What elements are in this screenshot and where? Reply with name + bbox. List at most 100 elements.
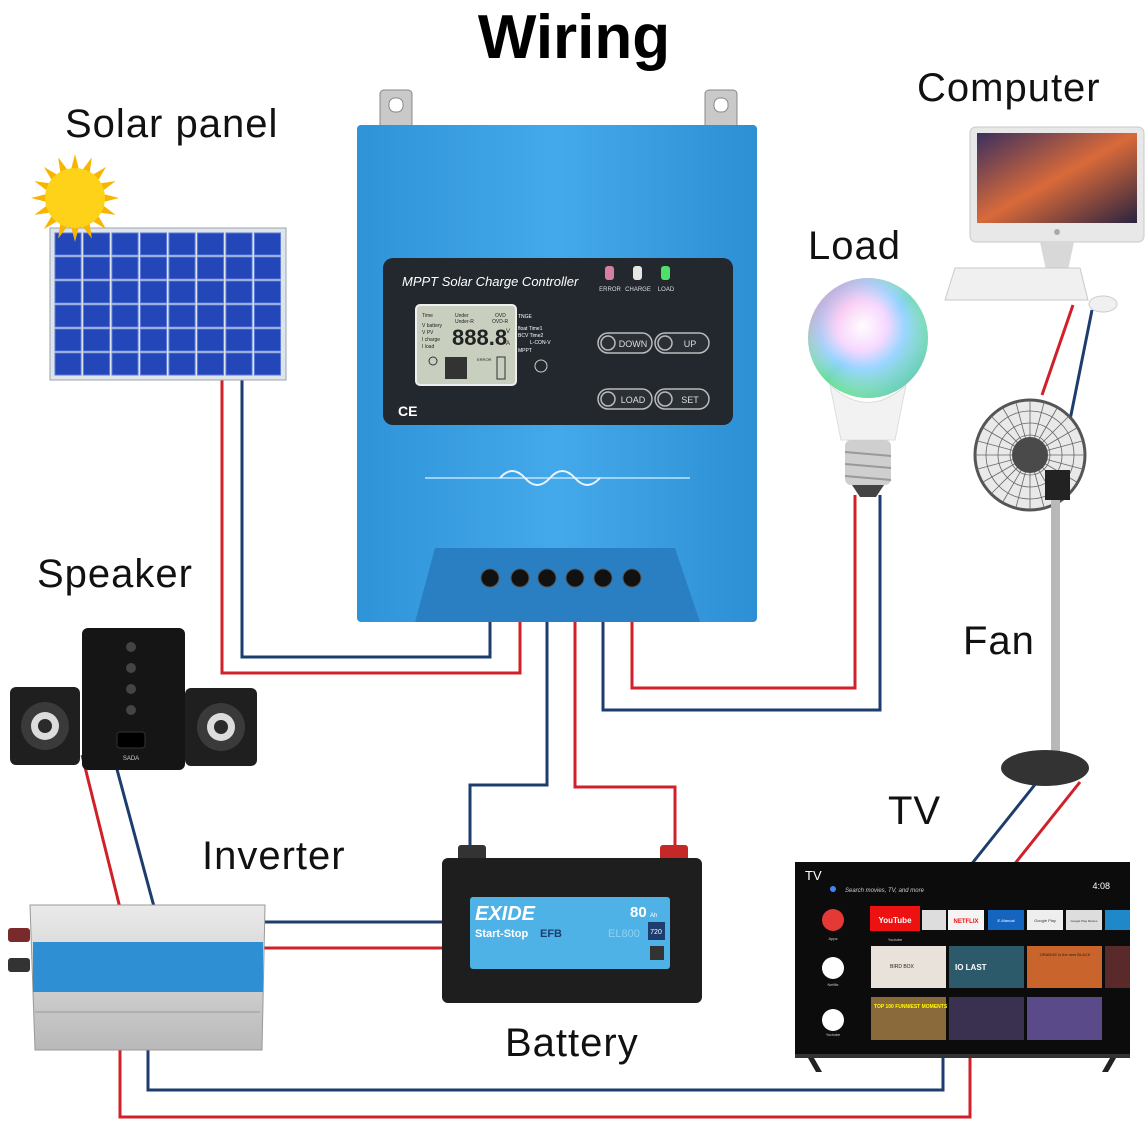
- label-battery: Battery: [505, 1021, 639, 1065]
- solar-cell: [168, 352, 196, 376]
- tv-side-apps: Apps: [828, 936, 837, 941]
- solar-cell: [140, 256, 167, 280]
- solar-cell: [168, 304, 196, 328]
- television: TV Search movies, TV, and more 4:08 Apps…: [795, 862, 1130, 1072]
- tile-bird-box: BIRD BOX: [890, 964, 915, 970]
- solar-cell: [111, 304, 139, 328]
- solar-cell: [168, 232, 196, 256]
- tile-google-play: Google Play: [1034, 918, 1056, 923]
- apple-logo-icon: [1054, 229, 1060, 235]
- solar-cell: [83, 304, 110, 328]
- controller-button-set: SET: [654, 388, 710, 410]
- solar-cell: [225, 304, 253, 328]
- battery-line-accent: EFB: [540, 928, 562, 940]
- solar-panel: [31, 154, 287, 381]
- lcd-lconv: L-CON-V: [530, 340, 551, 346]
- tv-label: TV: [805, 868, 822, 883]
- solar-cell: [168, 328, 196, 352]
- label-tv: TV: [888, 789, 942, 833]
- wire-inverter-tv-positive: [118, 1025, 972, 1119]
- solar-cell: [168, 280, 196, 304]
- lcd-unit-v: V: [506, 329, 510, 335]
- terminal-screw: [537, 568, 557, 588]
- label-computer: Computer: [917, 66, 1101, 110]
- solar-cell: [197, 232, 224, 256]
- lcd-under-r: Under-R: [455, 319, 474, 325]
- solar-cell: [111, 352, 139, 376]
- tile-top100: TOP 100 FUNNIEST MOMENTS: [874, 1004, 948, 1010]
- lcd-sun-icon: [428, 356, 438, 366]
- solar-cell: [111, 328, 139, 352]
- solar-cell: [54, 352, 82, 376]
- solar-cell: [140, 280, 167, 304]
- wire-load-negative: [601, 495, 882, 712]
- qr-code: [650, 946, 664, 960]
- controller-button-load: LOAD: [597, 388, 653, 410]
- controller-button-up: UP: [654, 332, 710, 354]
- solar-cell: [197, 352, 224, 376]
- inverter: [8, 904, 266, 1051]
- lcd-digits: 888.8: [452, 325, 507, 350]
- terminal-screw: [510, 568, 530, 588]
- wire-fan-tv-negative: [968, 771, 1047, 867]
- solar-cell: [140, 232, 167, 256]
- terminal-screw: [565, 568, 585, 588]
- wires: [80, 304, 1094, 1119]
- battery-capacity-unit: Ah: [650, 913, 657, 919]
- mouse: [1088, 295, 1118, 313]
- solar-cell: [83, 280, 110, 304]
- solar-cell: [197, 280, 224, 304]
- lcd-panel-icon: [445, 357, 467, 379]
- lcd-bcv: BCV Time2: [518, 333, 544, 339]
- wire-speaker-inverter-positive: [80, 754, 125, 921]
- keyboard: [944, 267, 1089, 301]
- lcd-bulb-icon: [534, 359, 548, 373]
- solar-cell: [197, 304, 224, 328]
- fan: [973, 398, 1089, 786]
- ce-mark: CE: [398, 403, 417, 419]
- lcd-tnge: TNGE: [518, 314, 533, 320]
- fan-grill-ring: [985, 410, 1075, 500]
- battery-brand: EXIDE: [475, 903, 536, 925]
- solar-cell: [140, 352, 167, 376]
- tv-side-netflix: Netflix: [827, 982, 838, 987]
- fan-grill-ring: [1009, 434, 1051, 476]
- lcd-time: Time: [422, 313, 433, 319]
- tile-netflix: NETFLIX: [954, 919, 979, 925]
- lcd-ovd-r: OVD-R: [492, 319, 509, 325]
- battery-model: EL800: [608, 928, 640, 940]
- tile-io: IO LAST: [955, 963, 987, 972]
- wire-solar-positive: [220, 380, 522, 675]
- controller-title: MPPT Solar Charge Controller: [402, 274, 579, 289]
- tile-play-movies: Google Play Movies: [1071, 919, 1098, 923]
- led-error-label: ERROR: [599, 287, 621, 293]
- lcd-ovd: OVD: [495, 313, 506, 319]
- solar-cell: [254, 304, 281, 328]
- label-solar-panel: Solar panel: [65, 102, 279, 146]
- solar-cell: [111, 280, 139, 304]
- light-bulb: [808, 278, 928, 497]
- controller-button-label: UP: [684, 339, 697, 349]
- wire-computer-fan-negative: [1068, 309, 1094, 421]
- tile-youtube: YouTube: [878, 916, 912, 925]
- lcd-iload: I load: [422, 344, 434, 350]
- lcd-float: float Time1: [518, 326, 543, 332]
- wire-battery-positive: [573, 580, 677, 852]
- tv-clock: 4:08: [1092, 881, 1110, 891]
- lcd-mppt: MPPT: [518, 348, 532, 354]
- wire-inverter-tv-negative: [146, 1025, 945, 1092]
- tile-youtube-caption: Youtube: [888, 937, 903, 942]
- controller-button-label: LOAD: [621, 395, 646, 405]
- solar-cell: [83, 352, 110, 376]
- battery-capacity: 80: [630, 904, 647, 921]
- solar-cell: [225, 256, 253, 280]
- sun-ray: [102, 193, 119, 203]
- solar-cell: [254, 328, 281, 352]
- solar-cell: [111, 232, 139, 256]
- solar-cell: [225, 328, 253, 352]
- tv-side-youtube: Youtube: [826, 1032, 841, 1037]
- sun-ray: [70, 154, 80, 171]
- sun-ray: [70, 225, 80, 242]
- solar-cell: [254, 256, 281, 280]
